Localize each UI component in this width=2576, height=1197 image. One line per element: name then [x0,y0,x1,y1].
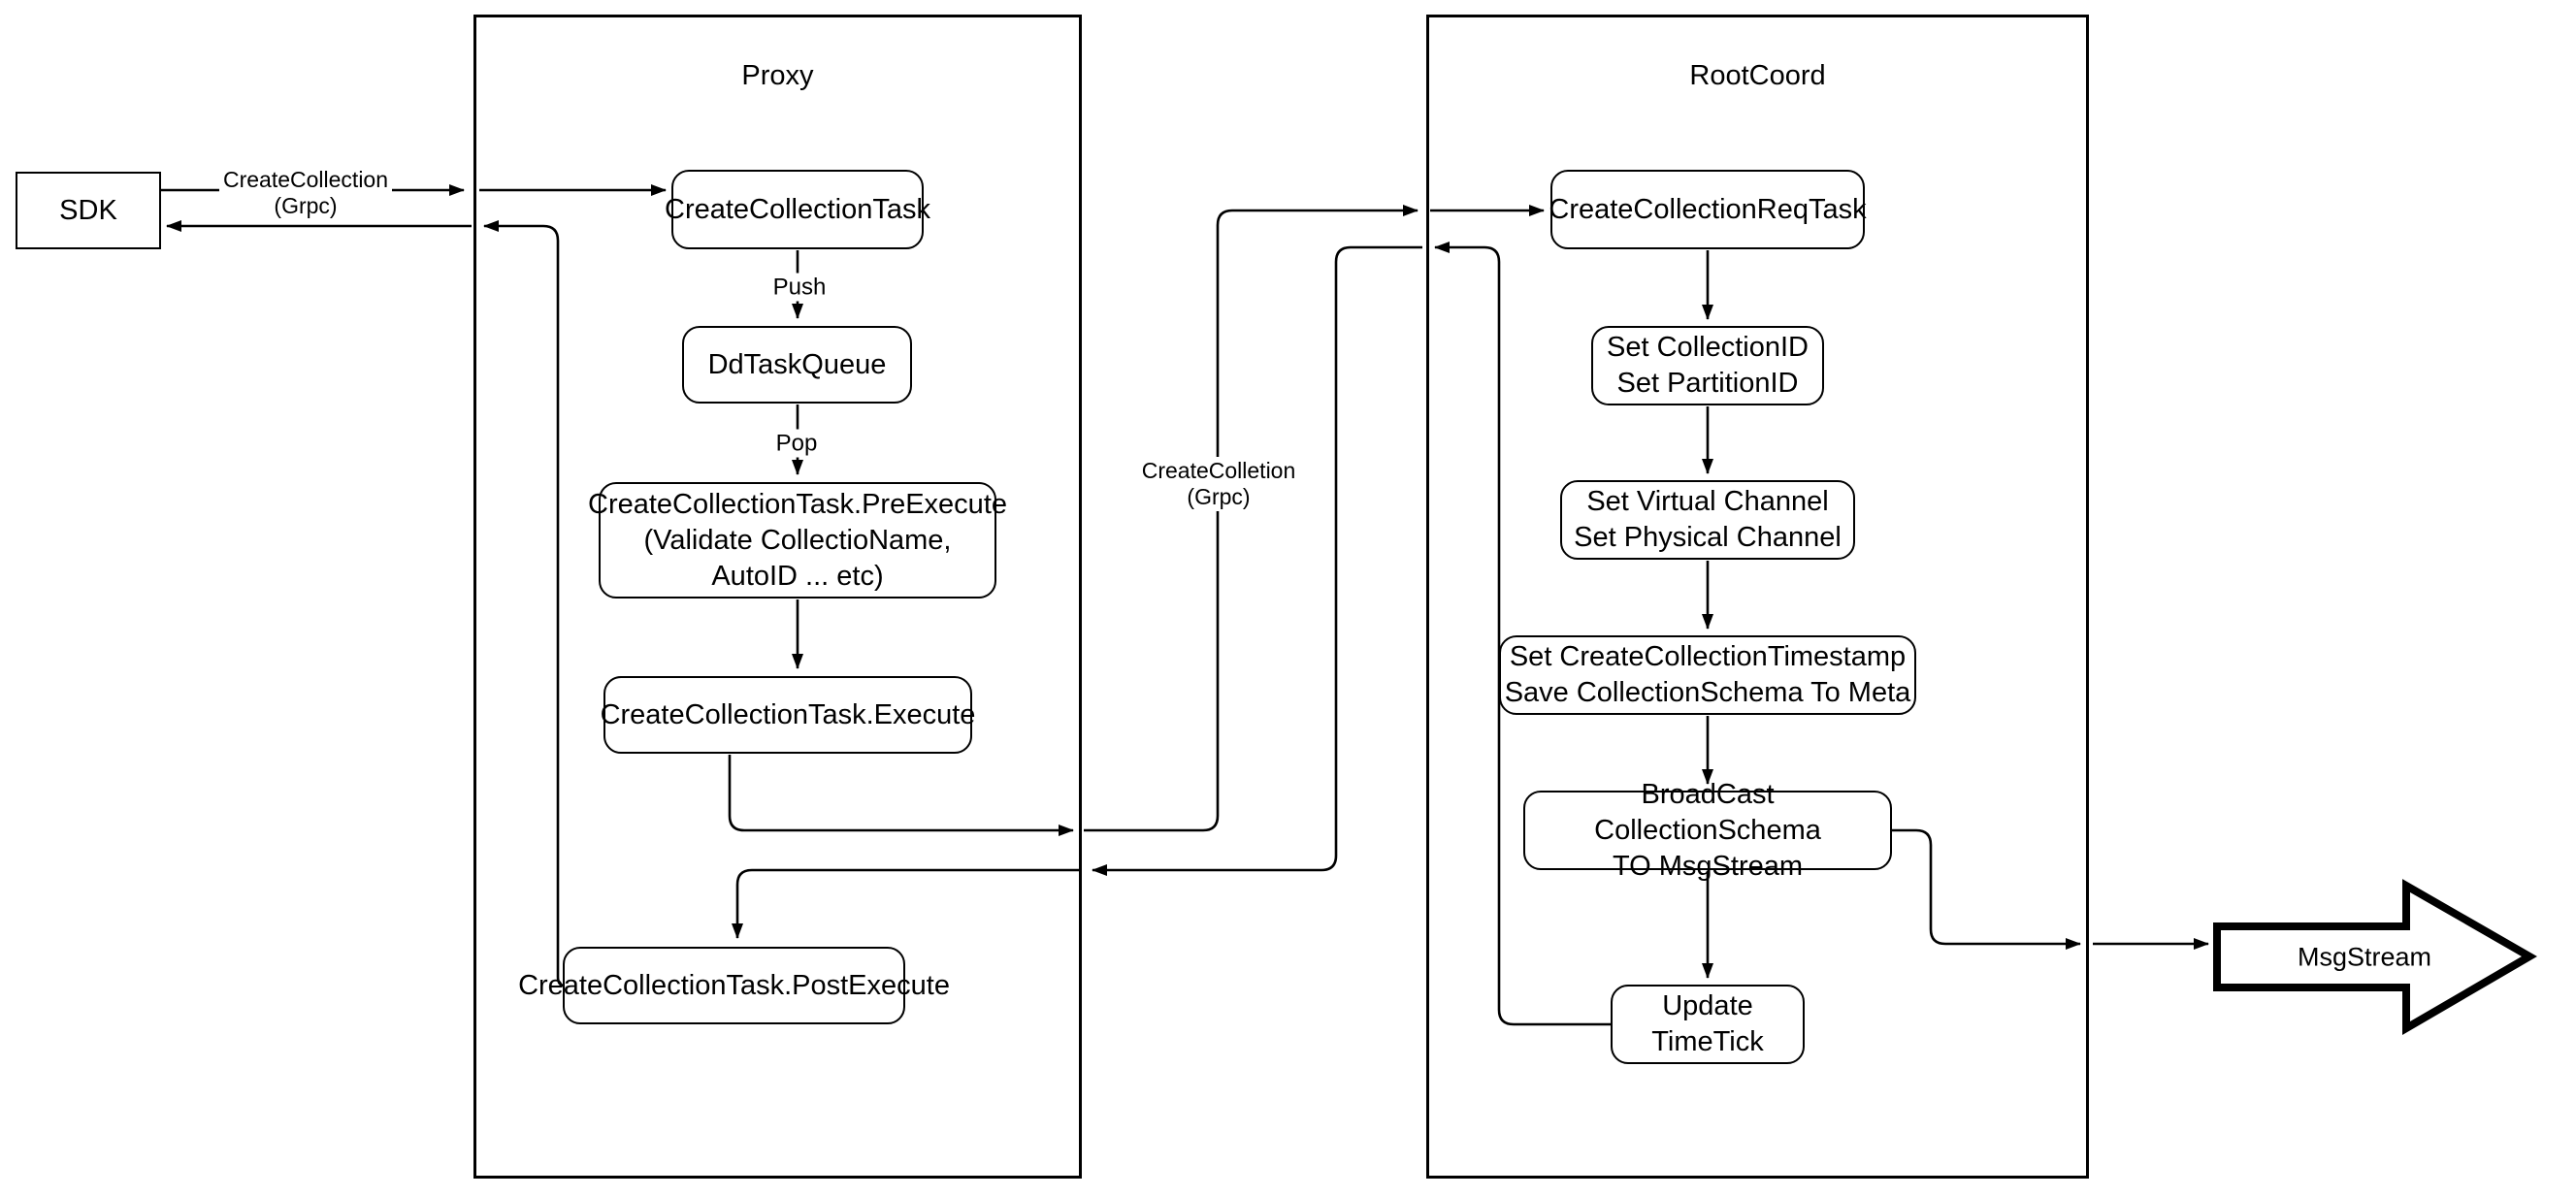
node-label-line1: Set CreateCollectionTimestamp [1509,641,1907,672]
node-label-line2: Set PartitionID [1616,368,1799,399]
node-label-line2: TO MsgStream [1612,850,1804,882]
node-label-line2: (Validate CollectioName, AutoID ... etc) [643,524,952,592]
node-label: CreateCollectionTask.PostExecute [518,969,950,1001]
node-pre-execute: CreateCollectionTask.PreExecute (Validat… [588,482,1007,598]
msgstream-label: MsgStream [2297,942,2432,972]
edge-label-line2: (Grpc) [274,193,338,218]
edge-label-line2: (Grpc) [1187,484,1251,509]
rootcoord-title: RootCoord [1689,60,1826,91]
node-execute: CreateCollectionTask.Execute [601,676,975,754]
node-label-line2: Set Physical Channel [1574,522,1842,553]
node-label: CreateCollectionTask [665,193,931,225]
edge-label-proxy-grpc: CreateColletion (Grpc) [1137,457,1300,511]
edge-label-push: Push [768,273,831,302]
node-post-execute: CreateCollectionTask.PostExecute [518,947,950,1024]
node-create-collection-task: CreateCollectionTask [665,170,930,249]
edge-return-riser [1092,245,1422,876]
sdk-node: SDK [16,172,161,249]
node-set-channels: Set Virtual Channel Set Physical Channel [1560,480,1855,560]
node-label-line2: Save CollectionSchema To Meta [1504,677,1911,708]
node-label-line1: Set Virtual Channel [1586,486,1829,517]
node-label: CreateCollectionTask.Execute [600,698,976,730]
node-broadcast: BroadCast CollectionSchema TO MsgStream [1523,779,1892,882]
node-label: Update TimeTick [1651,990,1764,1057]
edge-label-sdk-grpc: CreateCollection (Grpc) [218,166,393,220]
node-label-line1: Set CollectionID [1607,332,1809,363]
node-dd-task-queue: DdTaskQueue [682,326,912,404]
edge-execute-to-proxy-edge [728,755,1074,836]
node-label: CreateCollectionReqTask [1549,193,1867,225]
node-set-ids: Set CollectionID Set PartitionID [1591,326,1824,405]
edge-grpc-riser [1084,205,1418,832]
edge-broadcast-to-rootcoord-edge [1892,828,2081,950]
node-label-line1: CreateCollectionTask.PreExecute [588,488,1007,520]
proxy-container [473,15,1082,1179]
sdk-label: SDK [59,194,117,226]
node-set-timestamp: Set CreateCollectionTimestamp Save Colle… [1499,635,1916,715]
edge-label-line1: CreateCollection [222,167,389,192]
node-create-collection-req-task: CreateCollectionReqTask [1549,170,1867,249]
rootcoord-container [1426,15,2089,1179]
edge-postexecute-to-proxy-edge [483,220,566,987]
edge-label-line1: CreateColletion [1141,458,1296,483]
proxy-title: Proxy [741,60,814,91]
edge-label-pop: Pop [771,429,822,458]
node-update-timetick: Update TimeTick [1611,985,1805,1064]
node-label: DdTaskQueue [707,348,887,380]
edge-proxy-edge-to-postexecute [732,868,1080,939]
edge-timetick-to-rootcoord-edge [1434,242,1611,1026]
